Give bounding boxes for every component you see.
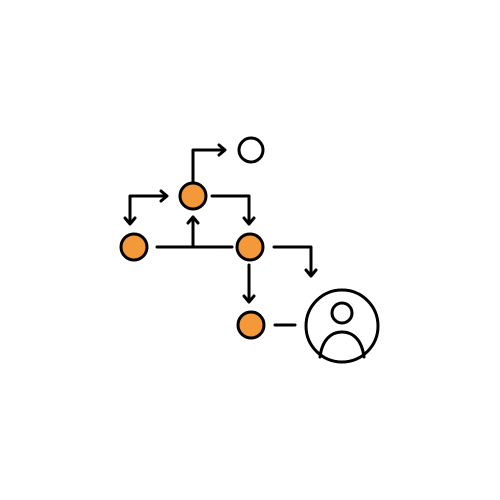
middle-node xyxy=(235,232,265,262)
arrowhead-top-to-middle xyxy=(242,216,256,226)
top-empty-node xyxy=(237,136,265,164)
arrowhead-middle-right-down xyxy=(304,268,318,278)
user-avatar-icon xyxy=(304,288,380,364)
bottom-node xyxy=(236,310,266,340)
arrow-top-to-empty xyxy=(191,148,226,184)
connector-group xyxy=(123,143,318,327)
top-node xyxy=(178,181,208,211)
arrow-top-to-middle xyxy=(210,194,251,224)
arrow-top-to-left xyxy=(128,194,168,224)
left-node xyxy=(119,232,149,262)
arrowhead-middle-to-bottom xyxy=(242,294,256,304)
arrowhead-line-to-top xyxy=(186,215,200,225)
arrowhead-top-to-left-right xyxy=(159,189,169,203)
arrowhead-top-to-empty xyxy=(217,143,227,157)
arrowhead-top-to-left-down xyxy=(123,216,137,226)
arrow-middle-right-down xyxy=(272,245,313,276)
